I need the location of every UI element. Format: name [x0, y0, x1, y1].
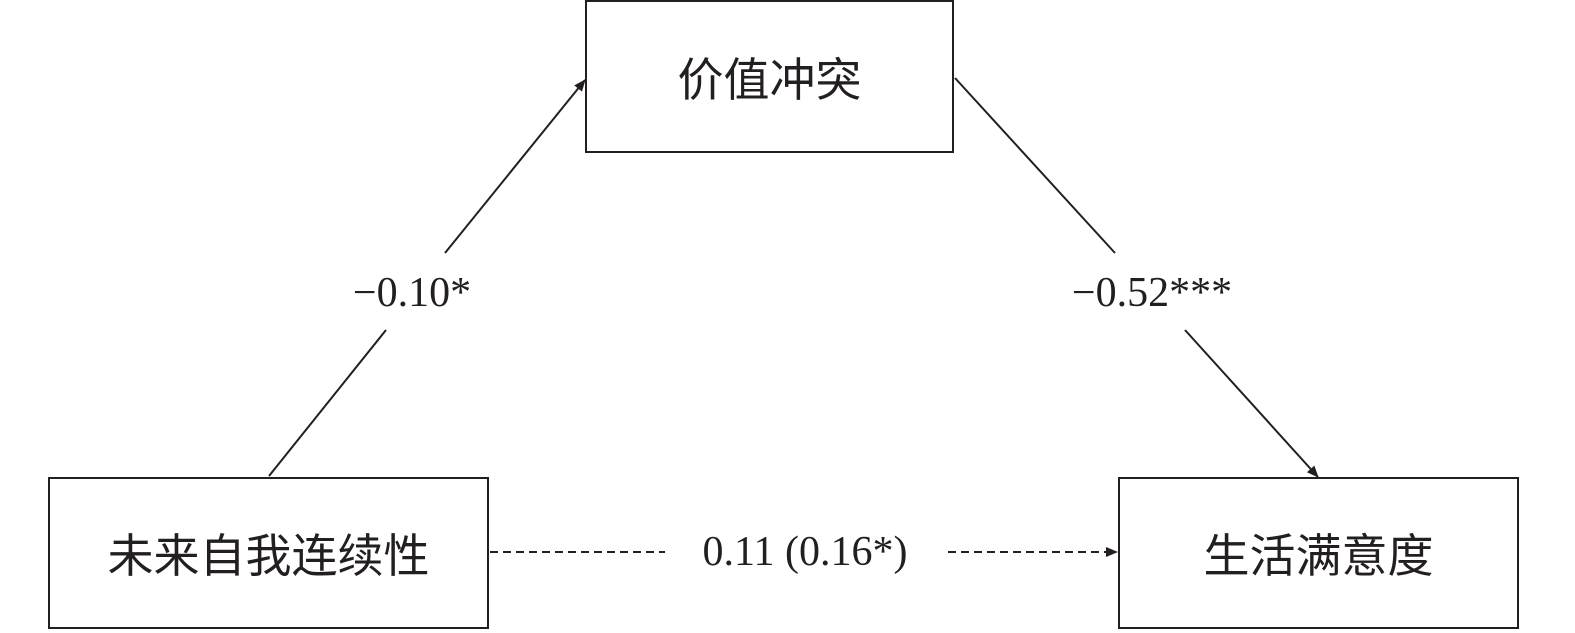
predictor-box: 未来自我连续性	[48, 477, 489, 629]
outcome-box: 生活满意度	[1118, 477, 1519, 629]
path-a-coefficient: −0.10*	[352, 270, 472, 316]
path-b-coefficient: −0.52***	[1071, 270, 1233, 316]
path-b-upper	[954, 77, 1116, 254]
outcome-label: 生活满意度	[1203, 531, 1434, 582]
mediator-label: 价值冲突	[677, 54, 862, 106]
predictor-label: 未来自我连续性	[107, 531, 430, 582]
path-c-coefficient: 0.11 (0.16*)	[702, 529, 908, 575]
path-b-arrow	[1184, 329, 1319, 478]
mediator-box: 价值冲突	[585, 0, 954, 153]
path-a-lower	[268, 329, 387, 477]
path-a-arrow	[444, 79, 586, 254]
